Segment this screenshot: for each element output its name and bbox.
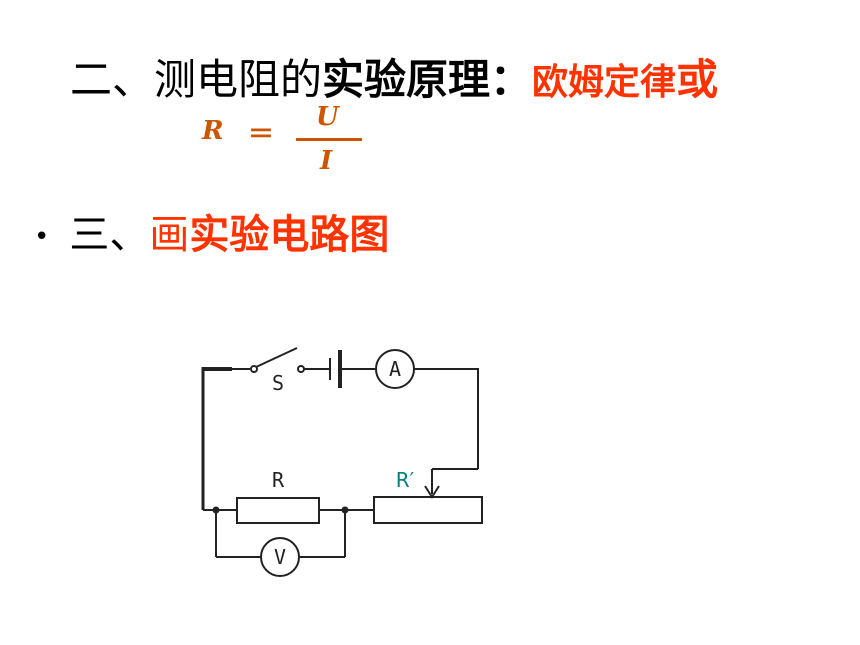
ohm-formula: R ＝ U I	[200, 102, 380, 182]
principle-bold: 实验原理	[322, 55, 491, 104]
formula-lhs: R	[202, 116, 224, 146]
ohms-law-text: 欧姆定律	[532, 62, 677, 103]
circuit-heading: • 三、画实验电路图	[34, 208, 389, 264]
switch-contact-left	[250, 365, 258, 373]
switch-contact-right	[297, 365, 305, 373]
principle-prefix: 二、测电阻的	[70, 55, 323, 104]
resistor-label: R	[272, 468, 285, 492]
rheostat-symbol	[373, 496, 483, 524]
voltmeter-label: V	[274, 545, 286, 569]
fraction-bar	[296, 138, 362, 141]
switch-lever	[255, 347, 298, 368]
resistor-symbol	[236, 497, 320, 524]
bullet-icon: •	[34, 222, 50, 252]
principle-heading: 二、测电阻的实验原理：欧姆定律或	[70, 52, 718, 111]
slider-arrow-icon	[424, 485, 440, 499]
principle-colon: ：	[490, 55, 533, 104]
ammeter-label: A	[389, 357, 401, 381]
formula-numerator: U	[316, 102, 339, 132]
or-text: 或	[676, 55, 719, 104]
junction-left	[212, 506, 220, 514]
switch-label: S	[272, 371, 284, 395]
formula-denominator: I	[320, 146, 333, 176]
circuit-heading-prefix: 三、	[69, 212, 150, 258]
junction-right	[341, 506, 349, 514]
circuit-heading-draw: 画	[149, 212, 190, 258]
rheostat-label: R′	[396, 468, 415, 492]
circuit-heading-title: 实验电路图	[189, 212, 390, 258]
formula-equals: ＝	[248, 120, 275, 150]
